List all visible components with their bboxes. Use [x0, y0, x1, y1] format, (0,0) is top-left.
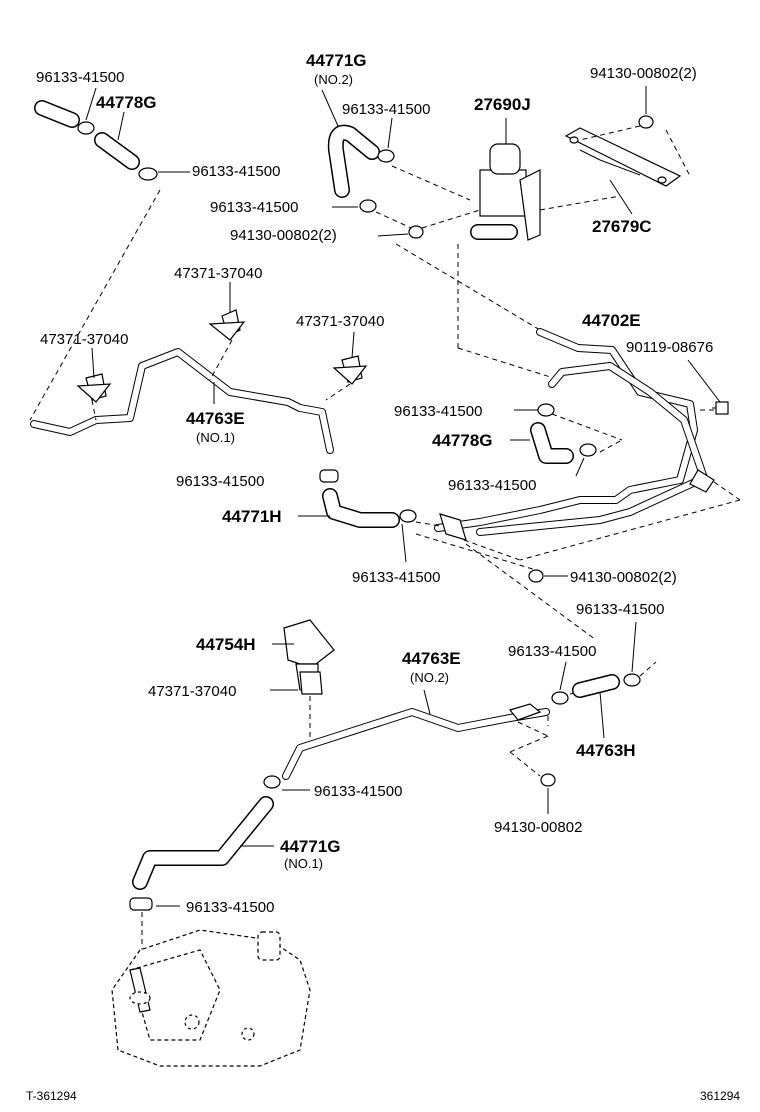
pipe-44763e-no1[interactable] — [30, 348, 334, 454]
clamp-top-mid[interactable] — [359, 149, 395, 213]
label-96133-clamp-lower: 96133-41500 — [508, 643, 596, 660]
valve-27690j[interactable] — [470, 143, 541, 241]
clip-47371-b[interactable] — [76, 373, 112, 403]
label-44771h: 44771H — [222, 507, 282, 526]
nut-94130-top-right[interactable] — [638, 115, 654, 129]
label-96133-tl: 96133-41500 — [36, 69, 124, 86]
label-47371-c: 47371-37040 — [40, 331, 128, 348]
label-27690j: 27690J — [474, 95, 531, 114]
label-44702e: 44702E — [582, 311, 641, 330]
clamp-mid-left[interactable] — [319, 469, 417, 523]
footer-left-id: T-361294 — [26, 1089, 77, 1103]
hose-44778g-mid[interactable] — [530, 422, 574, 464]
nut-94130-bottom[interactable] — [540, 773, 556, 787]
label-44771g-no2: 44771G — [306, 51, 367, 70]
label-96133-clip-left: 96133-41500 — [192, 163, 280, 180]
label-47371-a: 47371-37040 — [174, 265, 262, 282]
label-44754h: 44754H — [196, 635, 256, 654]
footer-right-id: 361294 — [700, 1089, 740, 1103]
clamp-right-lower[interactable] — [551, 673, 641, 705]
hose-44763h[interactable] — [572, 674, 620, 698]
hose-44771g-no2[interactable] — [327, 124, 380, 198]
label-44778g-top: 44778G — [96, 93, 157, 112]
label-96133-top-mid: 96133-41500 — [342, 101, 430, 118]
pipe-44702e[interactable] — [434, 328, 715, 541]
label-no2-a: (NO.2) — [314, 72, 353, 87]
clamp-bottom[interactable] — [129, 897, 153, 911]
label-47371-b: 47371-37040 — [296, 313, 384, 330]
hose-44771g-no1[interactable] — [132, 796, 274, 890]
pipe-44763e-no2[interactable] — [282, 703, 550, 780]
clip-47371-d[interactable] — [299, 671, 323, 695]
label-96133-lower-mid: 96133-41500 — [352, 569, 440, 586]
label-94130-mid: 94130-00802(2) — [230, 227, 337, 244]
label-94130-bottom: 94130-00802 — [494, 819, 582, 836]
nut-94130-mid[interactable] — [408, 225, 424, 239]
label-no1-a: (NO.1) — [196, 430, 235, 445]
label-44771g-no1: 44771G — [280, 837, 341, 856]
label-44763e-no1: 44763E — [186, 409, 245, 428]
hose-44778g-top[interactable] — [34, 100, 140, 170]
clamp-mid-right[interactable] — [537, 403, 597, 457]
label-90119: 90119-08676 — [626, 339, 713, 356]
clip-47371-a[interactable] — [208, 309, 246, 341]
clip-47371-c[interactable] — [332, 355, 368, 385]
label-44763h: 44763H — [576, 741, 636, 760]
nut-94130-lower[interactable] — [528, 569, 544, 583]
label-no2-b: (NO.2) — [410, 670, 449, 685]
engine-pump — [111, 929, 311, 1067]
label-44763e-no2: 44763E — [402, 649, 461, 668]
label-no1-b: (NO.1) — [284, 856, 323, 871]
label-96133-right-lower: 96133-41500 — [576, 601, 664, 618]
label-96133-bottom-left: 96133-41500 — [314, 783, 402, 800]
bolt-90119[interactable] — [712, 401, 729, 415]
label-47371-d: 47371-37040 — [148, 683, 236, 700]
label-44778g-mid: 44778G — [432, 431, 493, 450]
label-96133-bottom: 96133-41500 — [186, 899, 274, 916]
label-96133-mid-right2: 96133-41500 — [448, 477, 536, 494]
hose-44771h[interactable] — [322, 488, 400, 528]
bracket-27679c[interactable] — [564, 127, 682, 187]
clamp-bottom-left[interactable] — [263, 775, 281, 789]
label-27679c: 27679C — [592, 217, 652, 236]
label-96133-bracket-left: 96133-41500 — [210, 199, 298, 216]
clamp-tl-1[interactable] — [77, 121, 158, 181]
label-94130-lower: 94130-00802(2) — [570, 569, 677, 586]
label-96133-mid-right: 96133-41500 — [394, 403, 482, 420]
label-94130-top-right: 94130-00802(2) — [590, 65, 697, 82]
label-96133-mid-left: 96133-41500 — [176, 473, 264, 490]
